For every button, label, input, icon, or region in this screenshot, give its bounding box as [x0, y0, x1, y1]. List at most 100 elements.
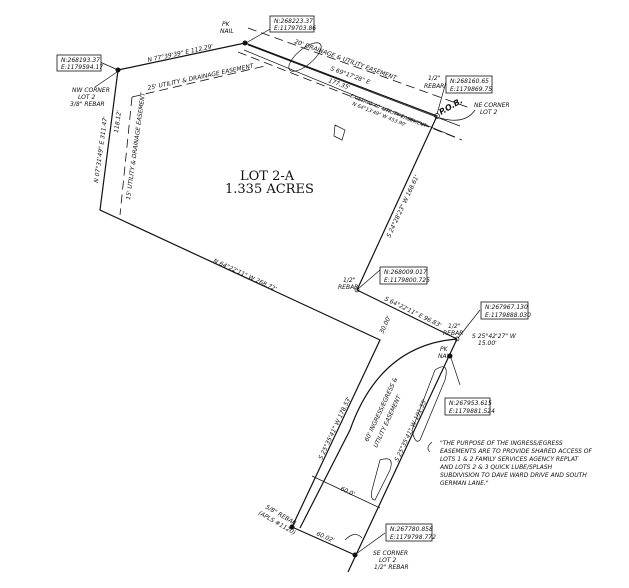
coord-box-ne: N:268160.65E:1179869.75 — [445, 75, 493, 94]
leader-rebar-right — [457, 309, 481, 339]
rebar-right-label: REBAR — [443, 330, 463, 337]
ne-rebar-size: 1/2" — [428, 75, 441, 82]
rebar-right-size: 1/2" — [448, 323, 461, 330]
rebar-mid-label: REBAR — [338, 284, 358, 291]
note-line: GERMAN LANE." — [440, 480, 489, 487]
boundary-west-south — [99, 69, 381, 556]
coord-box-pk-top: N:268223.37E:1179703.86 — [269, 15, 316, 33]
leader-pk-mid — [450, 357, 461, 386]
bearing-small-dist: 15.00' — [478, 340, 497, 347]
leader-rebar-mid — [357, 269, 381, 290]
lot-name: LOT 2-A — [240, 169, 295, 184]
bearing-short: S 64°22'11" E 96.83' — [383, 296, 443, 330]
easement-inner-line — [299, 338, 458, 529]
nw-corner-lot: LOT 2 — [78, 94, 95, 101]
ne-corner-label: NE CORNER — [474, 102, 510, 109]
bearing-left-inner: 118.12' — [113, 110, 123, 134]
coord-box-nw: N:268193.37E:1179594.17 — [56, 54, 103, 72]
coord-n: N:267953.615 — [449, 400, 492, 407]
pk-mid-label: PK — [440, 346, 449, 353]
se-corner-lot: LOT 2 — [379, 557, 396, 564]
nw-corner-label: NW CORNER — [72, 87, 110, 94]
easement-20-top — [247, 27, 471, 109]
dim-thirty: 30.00' — [378, 315, 392, 335]
easement-note: "THE PURPOSE OF THE INGRESS/EGRESS EASEM… — [439, 440, 593, 487]
pk-nail-label: NAIL — [220, 28, 234, 35]
lot-boundary — [99, 42, 458, 573]
coord-e: E:1179888.030 — [485, 312, 531, 319]
nw-corner-rebar: 3/8" REBAR — [70, 101, 105, 108]
easement-25-line — [131, 65, 266, 98]
rebar-mid — [354, 287, 360, 293]
coord-n: N:268193.37 — [61, 57, 100, 64]
leader-ne — [436, 81, 447, 115]
coord-n: N:268009.017 — [384, 269, 427, 276]
easement-15-line — [119, 96, 133, 216]
pk-nail-mid — [447, 353, 453, 359]
leader-se — [355, 532, 386, 555]
pk-nail-top — [242, 40, 248, 46]
se-corner-label: SE CORNER — [373, 550, 408, 557]
easement-bump-2 — [371, 458, 392, 501]
coord-n: N:268223.37 — [274, 18, 313, 25]
rebar-right — [454, 336, 460, 342]
coord-e: E:1179703.86 — [274, 25, 316, 32]
coord-e: E:1179881.524 — [449, 408, 495, 415]
bearing-top: N 77°39'39" E 112.29' — [147, 43, 214, 64]
easement-15-label: 15' UTILITY & DRAINAGE EASEMENT — [125, 91, 147, 200]
bearing-ease-left: S 25°35'41" W 178.53' — [317, 396, 352, 461]
easement-20-bottom — [237, 51, 463, 141]
pk-mid-nail: NAIL — [438, 353, 452, 360]
leader-nw — [99, 61, 119, 71]
coordinate-boxes: N:268193.37E:1179594.17 N:268223.37E:117… — [56, 15, 531, 542]
boundary-north-east — [117, 42, 458, 340]
ne-corner-lot: LOT 2 — [480, 109, 497, 116]
coord-n: N:267967.130 — [485, 304, 528, 311]
note-line: "THE PURPOSE OF THE INGRESS/EGRESS — [440, 440, 563, 447]
leaders — [94, 27, 481, 555]
ne-rebar-label: REBAR — [424, 83, 444, 90]
dim-width-60: 60.0' — [339, 485, 356, 498]
bearing-diagonal: N 64°22'11" W 268.72' — [212, 257, 278, 293]
note-line: EASEMENTS ARE TO PROVIDE SHARED ACCESS O… — [440, 448, 593, 455]
bearing-left: N 07°31'49" E 311.47' — [93, 116, 109, 184]
coord-e: E:1179798.772 — [390, 534, 436, 541]
width-dimension — [311, 475, 381, 509]
easement-east-line — [347, 338, 458, 573]
leader-note — [427, 441, 433, 453]
coord-e: E:1179800.725 — [384, 277, 430, 284]
existing-easement-line-2 — [243, 49, 456, 138]
point-labels: NW CORNER LOT 2 3/8" REBAR PK NAIL NE CO… — [70, 21, 510, 571]
coord-e: E:1179869.75 — [450, 86, 492, 93]
leader-nw-corner — [94, 71, 118, 88]
coord-e: E:1179594.17 — [61, 64, 103, 71]
leader-pk — [245, 27, 273, 44]
lot-area: 1.335 ACRES — [225, 182, 314, 197]
coord-n: N:268160.65 — [450, 78, 489, 85]
dim-bottom: 60.02' — [315, 530, 335, 544]
easement-callout-ellipse — [288, 42, 322, 72]
bearing-ease-right: S 25°35'41" W 191.55' — [393, 398, 428, 463]
bearing-small: S 25°42'27" W — [472, 333, 517, 340]
easement-bump-3 — [344, 534, 363, 541]
bearing-right: S 24°28'23" W 168.61' — [385, 174, 420, 239]
pk-label: PK — [222, 21, 231, 28]
note-line: SUBDIVISION TO DAVE WARD DRIVE AND SOUTH — [440, 472, 587, 479]
monuments — [115, 40, 460, 558]
rebar-five-eighth — [289, 524, 295, 530]
easement-lines — [119, 27, 471, 541]
easement-tick — [333, 124, 346, 141]
rebar-mid-size: 1/2" — [343, 277, 356, 284]
easement-25-label: 25' UTILITY & DRAINAGE EASEMENT — [147, 62, 256, 92]
se-corner-rebar: 1/2" REBAR — [374, 564, 409, 571]
coord-n: N:267780.858 — [390, 526, 433, 533]
leader-ne-corner — [439, 109, 476, 121]
existing-easement-line — [247, 44, 461, 127]
note-line: AND LOTS 2 & 3 QUICK LUBE/SPLASH — [439, 464, 553, 471]
easement-bump-1 — [411, 366, 447, 442]
